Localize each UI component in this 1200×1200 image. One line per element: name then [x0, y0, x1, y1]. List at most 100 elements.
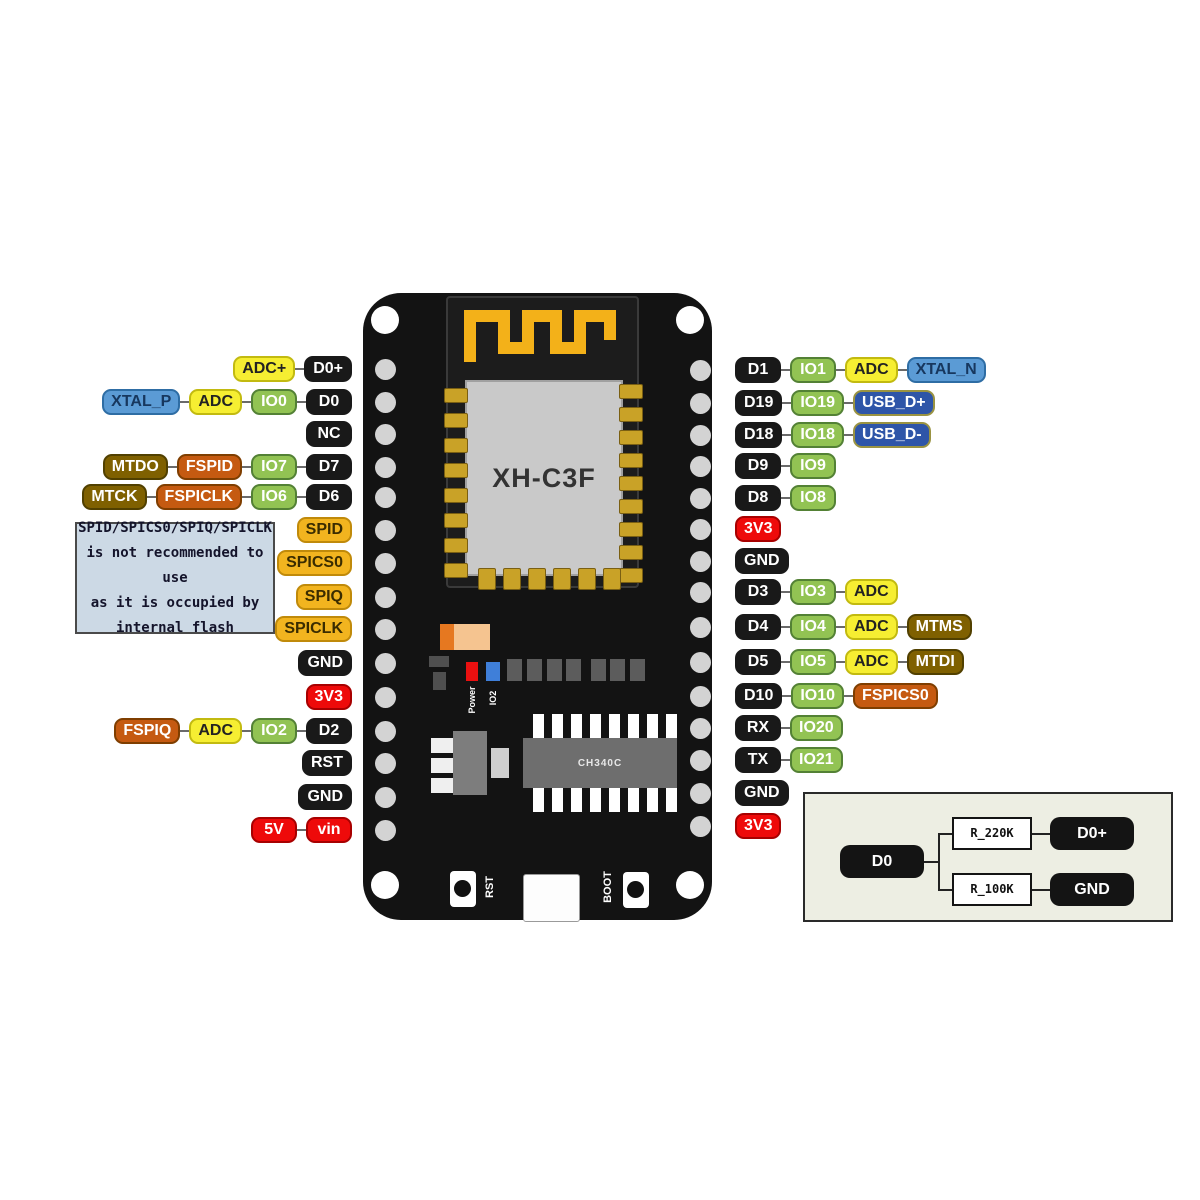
pin-row: SPICS0	[277, 550, 352, 576]
connector-line	[297, 401, 306, 403]
pin-row: RST	[302, 750, 352, 776]
pin-hole	[689, 782, 711, 804]
pin-label-d9: D9	[735, 453, 781, 479]
pin-row: GND	[298, 650, 352, 676]
pin-label-mtdo: MTDO	[102, 454, 168, 480]
connector-line	[781, 727, 790, 729]
resistor	[429, 656, 449, 667]
boot-button-label: BOOT	[602, 871, 614, 903]
power-led-label: Power	[467, 686, 477, 714]
chip-pin	[628, 714, 639, 738]
wire	[938, 889, 952, 891]
pin-label-adc-: ADC+	[233, 356, 296, 382]
pin-label-io1: IO1	[790, 357, 836, 383]
mounting-hole	[371, 306, 399, 334]
pin-label-xtal-p: XTAL_P	[102, 389, 181, 415]
pin-label-fspics0: FSPICS0	[853, 683, 938, 709]
ch340-chip: CH340C	[523, 738, 677, 788]
chip-pin	[590, 714, 601, 738]
connector-line	[897, 661, 907, 663]
connector-line	[844, 434, 854, 436]
pin-label-adc: ADC	[845, 357, 898, 383]
chip-pin	[647, 788, 658, 812]
pin-row: 3V3	[305, 684, 352, 710]
diagram-node-gnd: GND	[1050, 873, 1134, 906]
pin-label-tx: TX	[735, 747, 781, 773]
module-pad	[444, 538, 468, 553]
pin-label-d8: D8	[735, 485, 781, 511]
capacitor	[440, 624, 454, 650]
power-led	[466, 662, 478, 681]
pin-label-adc: ADC	[189, 389, 242, 415]
pin-label-spiclk: SPICLK	[275, 616, 352, 642]
pin-hole	[374, 720, 396, 742]
pin-hole	[689, 616, 711, 638]
mounting-hole	[371, 871, 399, 899]
pin-hole	[689, 749, 711, 771]
diagram-node-d0: D0	[840, 845, 924, 878]
connector-line	[242, 466, 251, 468]
pin-label-mtdi: MTDI	[906, 649, 964, 675]
pcb-board: XH-C3F Power IO2 CH340C RST BOOT	[363, 293, 712, 922]
chip-pin	[666, 788, 677, 812]
pin-hole	[689, 359, 711, 381]
pin-hole	[374, 752, 396, 774]
chip-pin	[571, 788, 582, 812]
module-pad	[444, 438, 468, 453]
pin-label-d4: D4	[735, 614, 781, 640]
pin-label-io0: IO0	[251, 389, 297, 415]
boot-button-cap	[627, 881, 644, 898]
pin-label-io10: IO10	[791, 683, 845, 709]
pin-hole	[689, 651, 711, 673]
module-label: XH-C3F	[492, 462, 596, 493]
chip-pin	[647, 714, 658, 738]
module-pad	[603, 568, 621, 590]
wifi-antenna-icon	[464, 310, 616, 362]
pin-label-d1: D1	[735, 357, 781, 383]
diagram-node-d0plus: D0+	[1050, 817, 1134, 850]
smd-resistor	[610, 659, 625, 681]
regulator-leg	[431, 778, 453, 793]
pin-label-d18: D18	[735, 422, 783, 448]
pin-label-io20: IO20	[790, 715, 843, 741]
connector-line	[781, 497, 790, 499]
pin-label-io3: IO3	[790, 579, 836, 605]
pin-row: 3V3	[735, 813, 782, 839]
chip-label: CH340C	[577, 757, 623, 769]
pin-row: GND	[298, 784, 352, 810]
pin-label-d0-: D0+	[304, 356, 352, 382]
pin-label-adc: ADC	[845, 649, 898, 675]
note-line: internal flash	[115, 619, 234, 636]
pin-label-adc: ADC	[845, 614, 898, 640]
wire	[938, 833, 940, 891]
pin-label-gnd: GND	[298, 784, 352, 810]
connector-line	[167, 466, 177, 468]
pin-label-fspiclk: FSPICLK	[155, 484, 242, 510]
module-pad	[478, 568, 496, 590]
chip-pin	[609, 788, 620, 812]
connector-line	[781, 465, 790, 467]
connector-line	[146, 496, 156, 498]
pin-label-5v: 5V	[251, 817, 297, 843]
io2-led	[486, 662, 500, 681]
module-pad	[444, 563, 468, 578]
connector-line	[844, 402, 854, 404]
connector-line	[781, 759, 790, 761]
pin-hole	[689, 815, 711, 837]
pin-label-io19: IO19	[791, 390, 845, 416]
voltage-regulator	[453, 731, 487, 795]
pin-hole	[374, 552, 396, 574]
pin-hole	[374, 686, 396, 708]
connector-line	[836, 626, 845, 628]
pin-label-fspiq: FSPIQ	[114, 718, 181, 744]
module-shield: XH-C3F	[465, 380, 623, 576]
wire	[938, 833, 952, 835]
regulator-leg	[431, 738, 453, 753]
module-pad	[619, 453, 643, 468]
